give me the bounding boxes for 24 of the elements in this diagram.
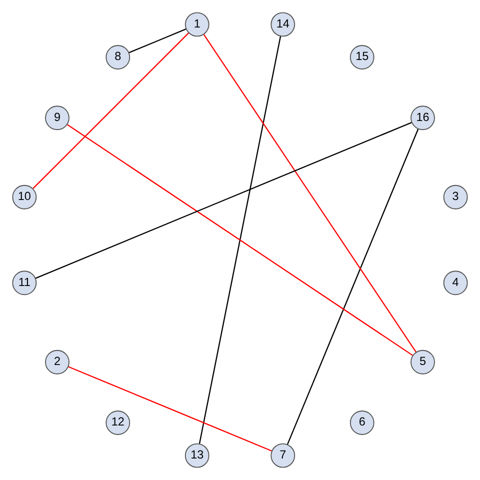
node-circle: 3 <box>443 184 468 210</box>
node-circle: 14 <box>270 12 296 37</box>
connector <box>68 366 272 452</box>
node-circle: 11 <box>12 270 37 296</box>
node-circle: 1 <box>184 12 210 37</box>
node-circle: 15 <box>350 45 374 70</box>
node-circle: 4 <box>443 270 468 296</box>
connector <box>198 36 282 444</box>
node-circle: 5 <box>410 350 435 374</box>
node-circle: 8 <box>106 45 130 70</box>
node-circle: 2 <box>45 350 70 374</box>
node-circle: 12 <box>106 410 130 435</box>
node-circle: 7 <box>270 443 296 468</box>
connector <box>35 122 412 279</box>
connector <box>128 28 186 54</box>
connector <box>203 34 416 352</box>
connector <box>32 32 190 189</box>
node-circle: 16 <box>410 106 435 130</box>
node-circle: 13 <box>184 443 210 468</box>
connector <box>286 128 419 445</box>
node-circle: 6 <box>350 410 374 435</box>
node-circle: 10 <box>12 184 37 210</box>
connector <box>66 124 414 356</box>
node-circle: 9 <box>45 106 70 130</box>
